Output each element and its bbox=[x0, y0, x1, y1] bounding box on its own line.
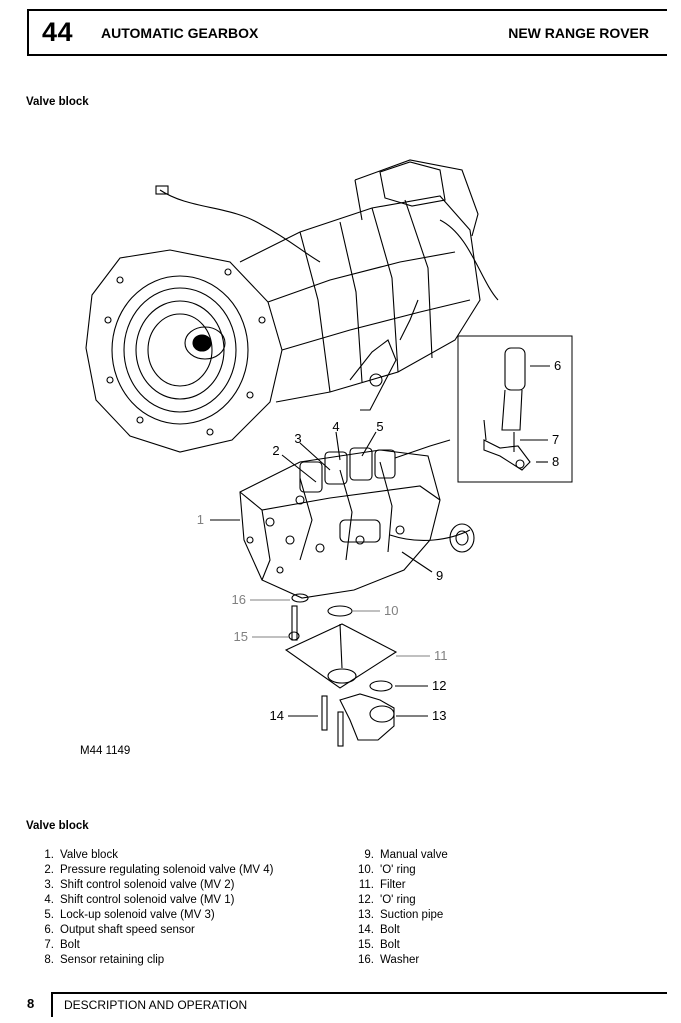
legend-right-column: 9. Manual valve 10. 'O' ring 11. Filter 12.… bbox=[352, 848, 448, 968]
legend-item: 15. Bolt bbox=[352, 938, 448, 953]
section-heading-bottom: Valve block bbox=[26, 820, 89, 832]
legend-number: 10. bbox=[358, 864, 374, 876]
legend-item: 11. Filter bbox=[352, 878, 448, 893]
callout-11: 11 bbox=[434, 648, 448, 663]
chapter-number: 44 bbox=[42, 17, 74, 47]
legend-item: 13. Suction pipe bbox=[352, 908, 448, 923]
legend-number: 14. bbox=[358, 924, 374, 936]
callout-14: 14 bbox=[270, 708, 284, 723]
legend-text: 'O' ring bbox=[380, 864, 416, 876]
legend-number: 12. bbox=[358, 894, 374, 906]
callout-6: 6 bbox=[554, 358, 561, 373]
legend-text: Lock-up solenoid valve (MV 3) bbox=[60, 909, 215, 921]
legend-left-column: 1. Valve block 2. Pressure regulating sole… bbox=[32, 848, 274, 968]
legend-text: Shift control solenoid valve (MV 2) bbox=[60, 879, 235, 891]
legend-number: 1. bbox=[44, 849, 54, 861]
legend-item: 8. Sensor retaining clip bbox=[32, 953, 274, 968]
legend-number: 13. bbox=[358, 909, 374, 921]
legend-item: 5. Lock-up solenoid valve (MV 3) bbox=[32, 908, 274, 923]
callout-2: 2 bbox=[272, 443, 279, 458]
callout-8: 8 bbox=[552, 454, 559, 469]
legend-text: Suction pipe bbox=[380, 909, 444, 921]
legend-text: 'O' ring bbox=[380, 894, 416, 906]
callout-leader-lines bbox=[210, 365, 550, 717]
figure-reference: M44 1149 bbox=[80, 745, 131, 757]
legend-item: 12. 'O' ring bbox=[352, 893, 448, 908]
valve-block-exploded-diagram: 1 2 3 4 5 6 7 8 9 10 11 12 13 14 15 16 bbox=[85, 159, 573, 747]
callout-1: 1 bbox=[197, 512, 204, 527]
legend-item: 1. Valve block bbox=[32, 848, 274, 863]
legend-text: Valve block bbox=[60, 849, 118, 861]
footer-section-title: DESCRIPTION AND OPERATION bbox=[64, 998, 248, 1012]
legend-number: 16. bbox=[358, 954, 374, 966]
legend-item: 14. Bolt bbox=[352, 923, 448, 938]
legend-number: 7. bbox=[44, 939, 54, 951]
chapter-title: AUTOMATIC GEARBOX bbox=[101, 25, 259, 41]
legend-text: Bolt bbox=[380, 924, 400, 936]
legend-number: 6. bbox=[44, 924, 54, 936]
legend-text: Filter bbox=[380, 879, 406, 891]
legend-number: 2. bbox=[44, 864, 54, 876]
legend-text: Manual valve bbox=[380, 849, 448, 861]
callout-10: 10 bbox=[384, 603, 398, 618]
legend-text: Washer bbox=[380, 954, 420, 966]
legend-text: Shift control solenoid valve (MV 1) bbox=[60, 894, 235, 906]
legend-item: 10. 'O' ring bbox=[352, 863, 448, 878]
legend-number: 3. bbox=[44, 879, 54, 891]
legend-number: 8. bbox=[44, 954, 54, 966]
callout-7: 7 bbox=[552, 432, 559, 447]
legend-item: 3. Shift control solenoid valve (MV 2) bbox=[32, 878, 274, 893]
legend-text: Output shaft speed sensor bbox=[60, 924, 195, 936]
callout-15: 15 bbox=[234, 629, 248, 644]
callout-12: 12 bbox=[432, 678, 446, 693]
valve-block-illustration bbox=[239, 439, 475, 599]
page-number: 8 bbox=[27, 996, 35, 1011]
callout-5: 5 bbox=[376, 419, 383, 434]
legend-number: 4. bbox=[44, 894, 54, 906]
legend-text: Bolt bbox=[380, 939, 400, 951]
legend-item: 7. Bolt bbox=[32, 938, 274, 953]
callout-3: 3 bbox=[294, 431, 301, 446]
callout-13: 13 bbox=[432, 708, 446, 723]
callout-16: 16 bbox=[232, 592, 246, 607]
legend-text: Sensor retaining clip bbox=[60, 954, 165, 966]
sensor-inset-illustration bbox=[457, 335, 573, 483]
legend-number: 9. bbox=[364, 849, 374, 861]
legend-item: 9. Manual valve bbox=[352, 848, 448, 863]
legend-text: Bolt bbox=[60, 939, 80, 951]
legend-item: 4. Shift control solenoid valve (MV 1) bbox=[32, 893, 274, 908]
filter-parts-illustration bbox=[284, 593, 398, 747]
section-heading-top: Valve block bbox=[26, 96, 89, 108]
legend-item: 2. Pressure regulating solenoid valve (MV… bbox=[32, 863, 274, 878]
gearbox-housing-illustration bbox=[85, 159, 499, 453]
page-header: 44 AUTOMATIC GEARBOX NEW RANGE ROVER bbox=[27, 9, 667, 56]
legend-text: Pressure regulating solenoid valve (MV 4… bbox=[60, 864, 274, 876]
legend-item: 6. Output shaft speed sensor bbox=[32, 923, 274, 938]
legend-number: 11. bbox=[358, 879, 374, 891]
vehicle-name: NEW RANGE ROVER bbox=[508, 25, 649, 41]
legend-number: 5. bbox=[44, 909, 54, 921]
callout-9: 9 bbox=[436, 568, 443, 583]
legend-item: 16. Washer bbox=[352, 953, 448, 968]
callout-4: 4 bbox=[332, 419, 339, 434]
page-footer: DESCRIPTION AND OPERATION bbox=[51, 992, 667, 1017]
legend-number: 15. bbox=[358, 939, 374, 951]
